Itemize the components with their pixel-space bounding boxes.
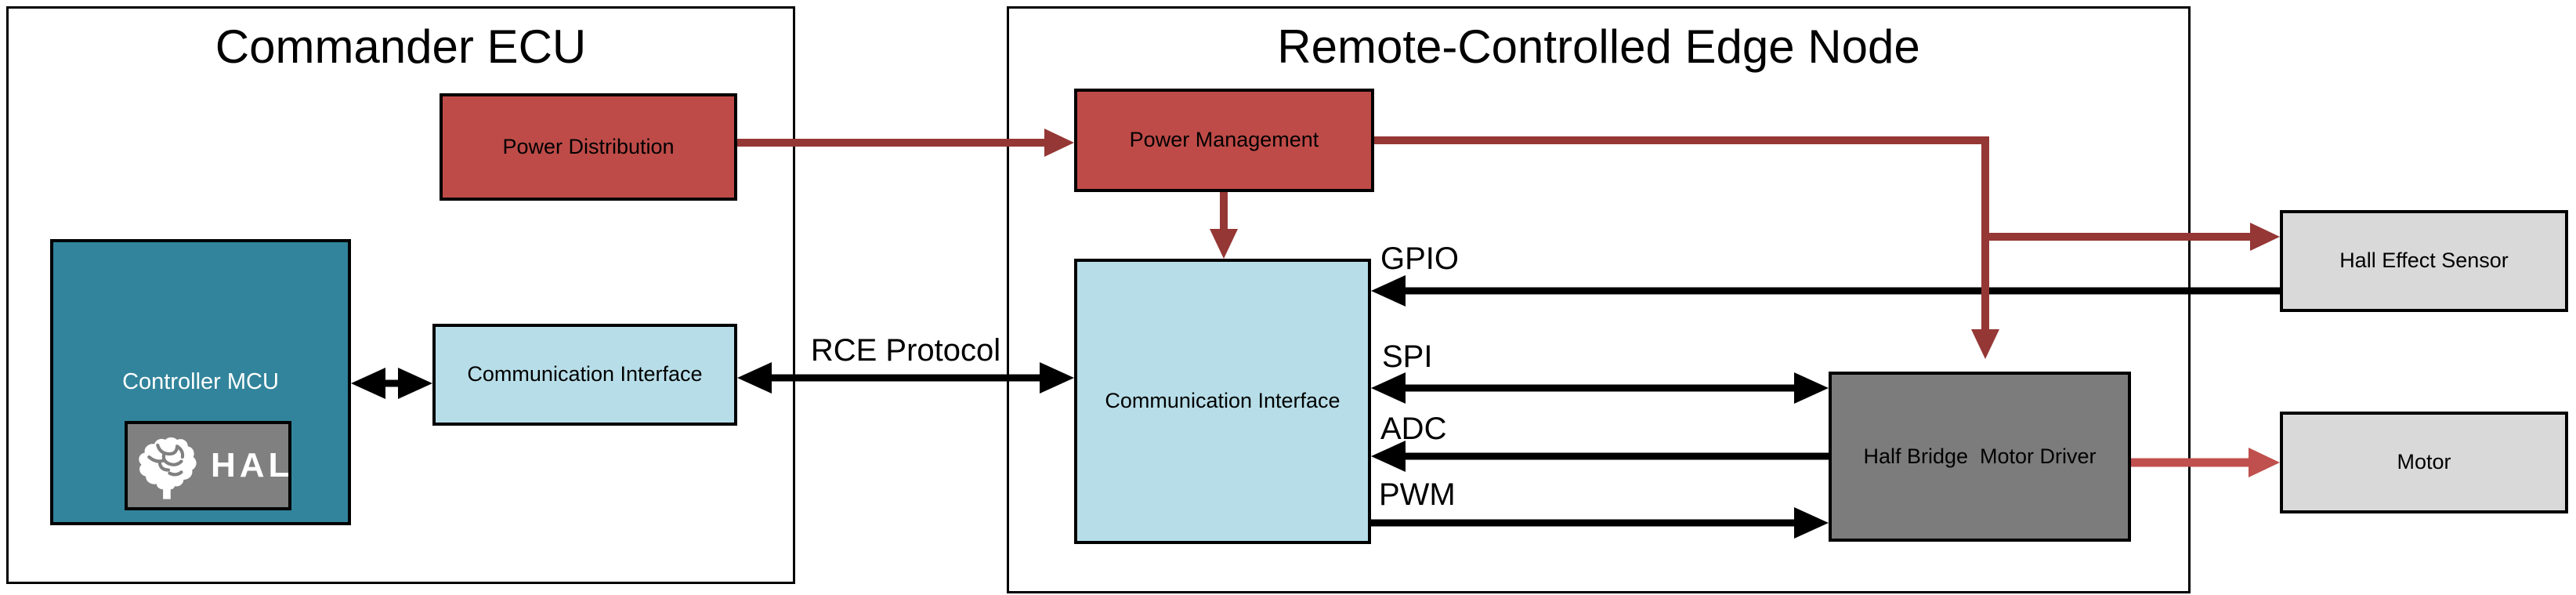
half-bridge-motor-driver-box: Half Bridge Motor Driver <box>1829 372 2131 542</box>
edge-comm-interface-label: Communication Interface <box>1105 389 1340 413</box>
controller-mcu-box: Controller MCU <box>50 239 351 525</box>
pwm-label: PWM <box>1379 477 1456 512</box>
rce-protocol-label: RCE Protocol <box>810 333 1001 368</box>
hall-effect-sensor-box: Hall Effect Sensor <box>2280 210 2568 312</box>
commander-comm-interface-label: Communication Interface <box>467 362 703 386</box>
edge-node-title: Remote-Controlled Edge Node <box>1277 20 1920 73</box>
half-bridge-motor-driver-label: Half Bridge Motor Driver <box>1863 444 2097 468</box>
motor-box: Motor <box>2280 412 2568 513</box>
brain-icon <box>134 430 203 502</box>
commander-comm-interface-box: Communication Interface <box>432 324 737 426</box>
power-distribution-box: Power Distribution <box>440 93 737 201</box>
hal-box: HAL <box>125 421 291 510</box>
motor-label: Motor <box>2397 450 2451 474</box>
power-management-label: Power Management <box>1129 128 1319 152</box>
commander-ecu-title: Commander ECU <box>215 20 587 73</box>
edge-comm-interface-box: Communication Interface <box>1074 259 1371 544</box>
adc-label: ADC <box>1380 412 1447 446</box>
gpio-label: GPIO <box>1380 241 1460 276</box>
power-distribution-label: Power Distribution <box>502 134 675 158</box>
hal-label: HAL <box>211 446 294 484</box>
controller-mcu-label: Controller MCU <box>122 369 279 395</box>
hall-effect-sensor-label: Hall Effect Sensor <box>2339 249 2509 273</box>
spi-label: SPI <box>1382 339 1433 374</box>
power-management-box: Power Management <box>1074 89 1374 192</box>
